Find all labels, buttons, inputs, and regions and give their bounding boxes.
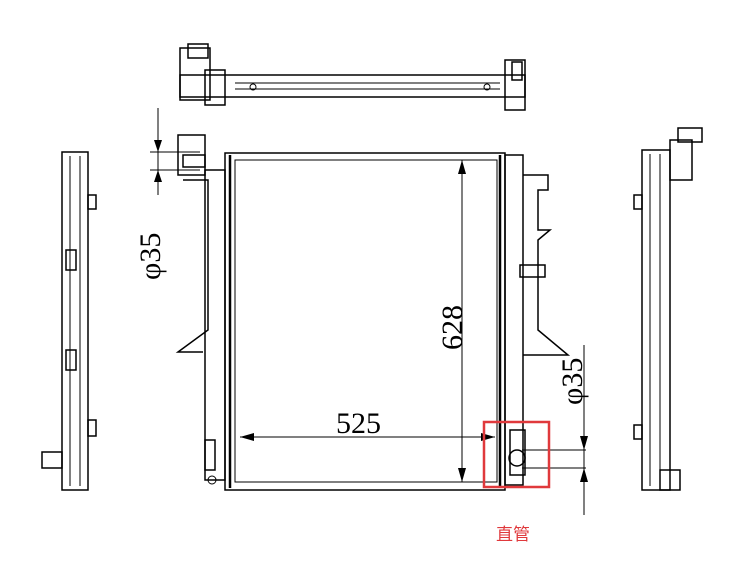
core-height-label: 628	[436, 305, 469, 350]
inlet-diameter-label: φ35	[134, 233, 167, 280]
straight-pipe-label: 直管	[496, 525, 530, 545]
core-height-dimension: 628	[436, 160, 469, 482]
outlet-diameter-dimension: φ35	[522, 345, 589, 515]
left-side-view	[41, 151, 97, 491]
outlet-diameter-label: φ35	[556, 358, 589, 405]
core-width-dimension: 525	[240, 407, 495, 441]
top-view	[179, 43, 526, 111]
straight-pipe-highlight	[482, 420, 551, 489]
inlet-diameter-dimension: φ35	[134, 108, 200, 280]
right-side-view	[633, 127, 703, 491]
front-view	[175, 134, 571, 491]
core-width-label: 525	[336, 407, 381, 440]
